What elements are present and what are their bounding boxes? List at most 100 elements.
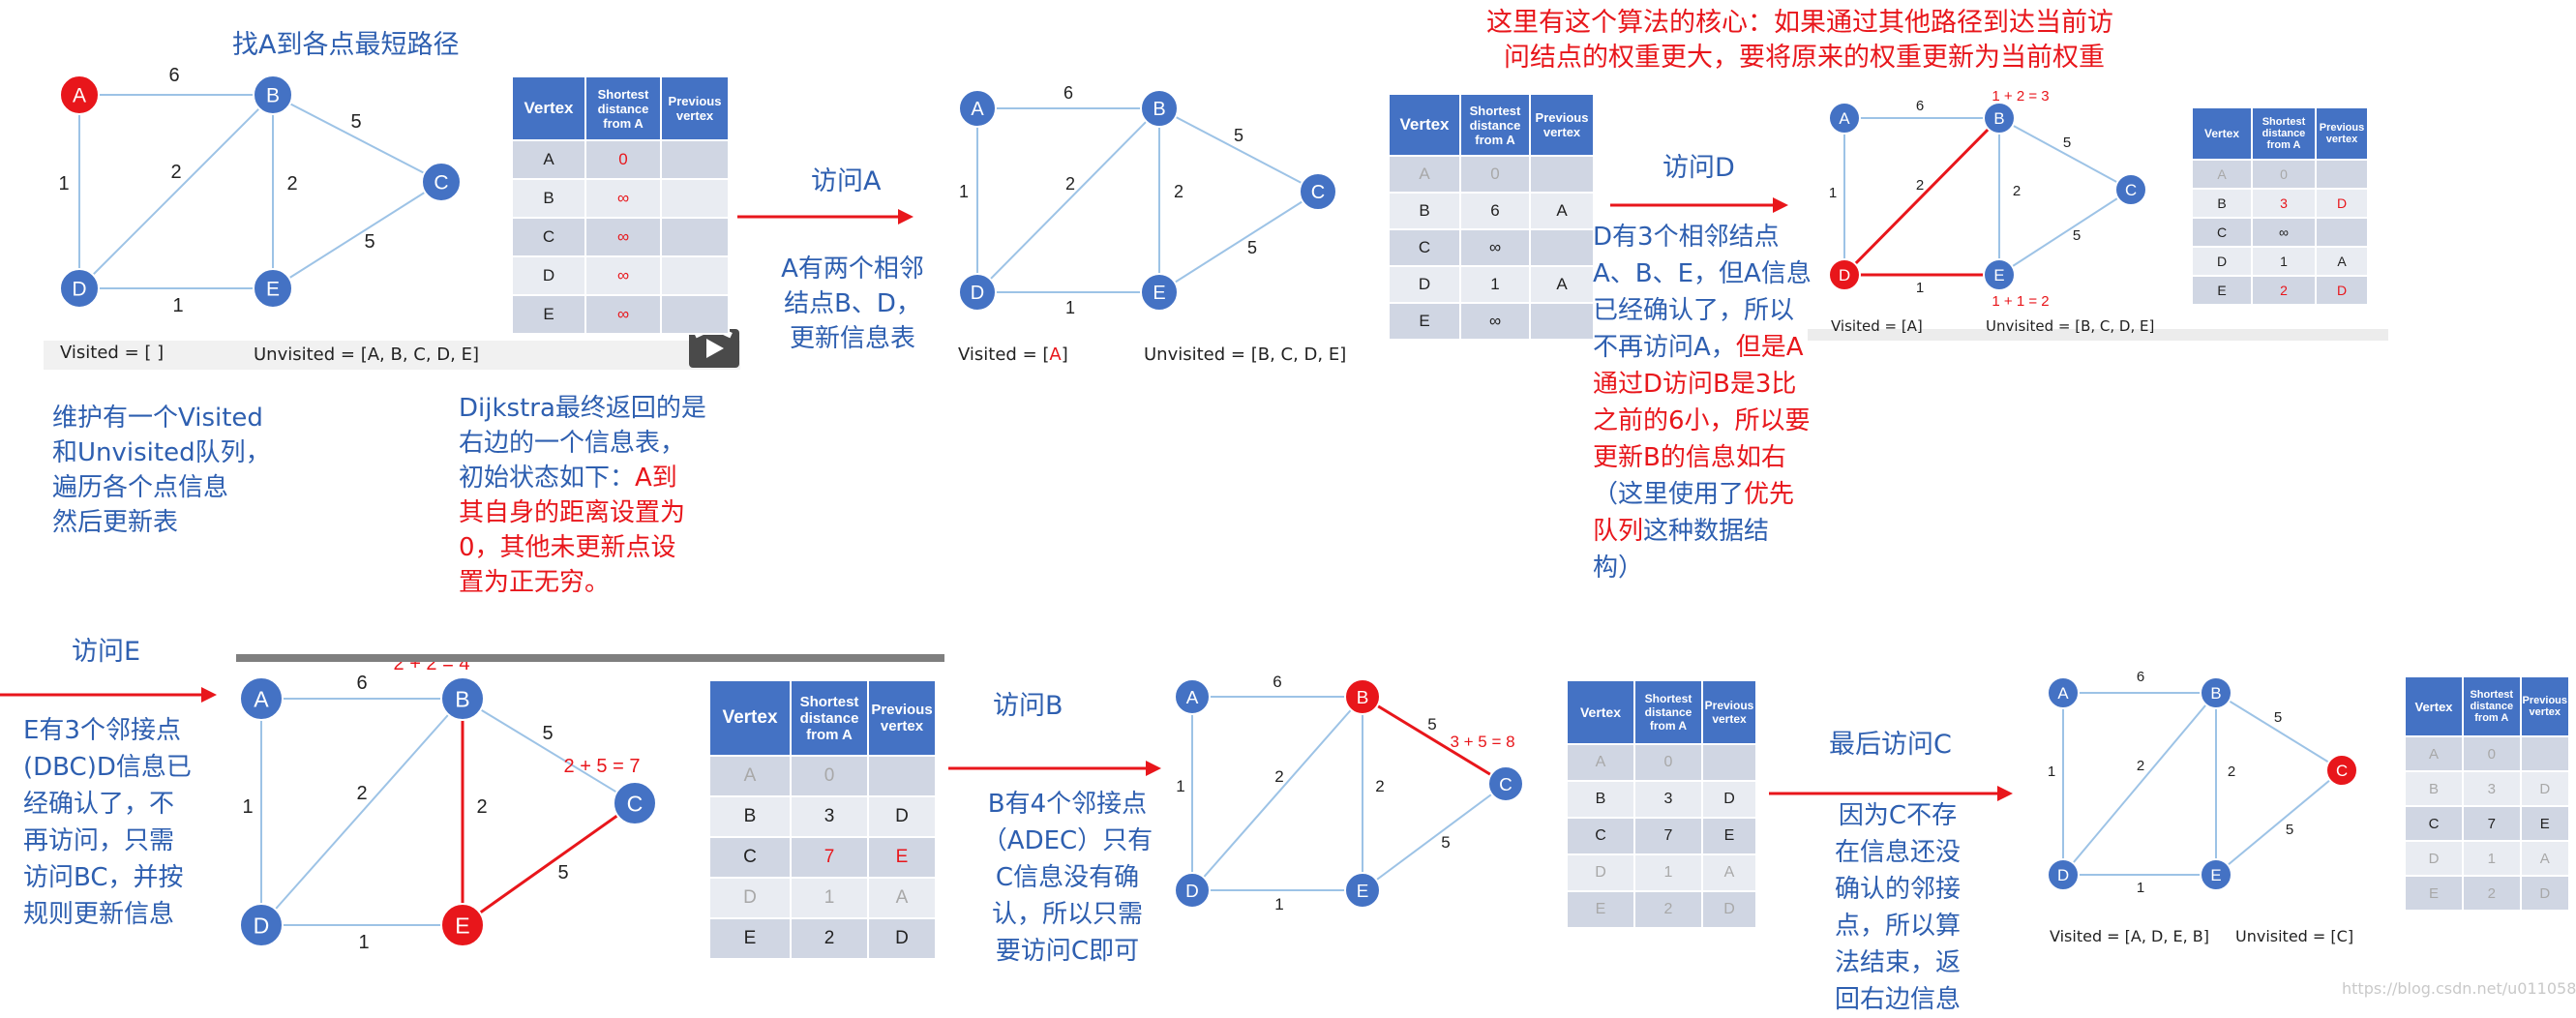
panel6-unvisited: Unvisited = [C] [2235,927,2354,945]
edge-EC [1158,191,1319,293]
edge-BC [1998,117,2132,191]
arrow2-label: 访问D [1662,153,1735,183]
edge-weight-label: 3 + 5 = 8 [1450,733,1514,751]
cell-previous [660,255,730,296]
cell-vertex: E [511,294,586,335]
edge-weight-label: 5 [364,231,374,253]
cell-previous [2315,159,2369,190]
cell-vertex: E [1388,302,1461,341]
edge-weight-label: 6 [1916,98,1924,114]
node-D [59,268,100,309]
cell-previous [660,217,730,257]
edge-weight-label: 1 [1829,185,1837,201]
cell-vertex: B [1566,780,1635,819]
table-row: C∞ [2191,217,2369,248]
node-C [2114,173,2147,206]
edge-weight-label: 2 [286,173,297,195]
cell-previous: E [2519,805,2571,842]
cell-distance: ∞ [584,217,662,257]
node-C [421,162,462,202]
edge-weight-label: 5 [2063,135,2071,151]
edge-BC [2215,692,2343,771]
arrow1-head [898,209,914,225]
table-row: E∞ [1388,302,1595,341]
node-label-C: C [2125,181,2137,199]
node-label-A: A [971,99,984,120]
edge-weight-label: 5 [2274,709,2282,726]
note-d: D有3个相邻结点 A、B、E，但A信息 已经确认了，所以 不再访问A，但是A 通… [1593,223,1812,583]
cell-previous: A [1701,853,1757,892]
cell-previous: D [2315,188,2369,219]
node-label-A: A [1839,109,1850,128]
video-play-icon[interactable] [689,329,739,368]
cell-vertex: D [511,255,586,296]
edge-weight-label: 2 [2013,183,2021,199]
cell-vertex: B [708,795,792,838]
cell-vertex: A [2191,159,2253,190]
cell-previous [867,755,937,797]
edge-DB [78,94,274,289]
cell-previous: D [2519,875,2571,912]
edge-weight-label: 2 [2137,758,2144,774]
cell-distance: 1 [2251,246,2317,277]
node-label-C: C [1499,775,1513,795]
cell-distance: 3 [2251,188,2317,219]
edge-weight-label: 1 [1065,298,1075,317]
edge-weight-label: 2 [1174,182,1183,201]
edge-BC [462,698,636,804]
cell-vertex: C [511,217,586,257]
edge-weight-label: 6 [168,65,179,86]
node-D [1174,872,1211,909]
table-row: E∞ [511,294,730,335]
edge-weight-label: 2 [476,796,487,818]
edge-DB [976,107,1160,293]
panel4-table: Vertex Shortest distance from A Previous… [708,679,937,960]
cell-previous: A [1529,265,1595,304]
panel1-unvisited: Unvisited = [A, B, C, D, E] [254,344,479,365]
table-row: B∞ [511,178,730,219]
node-label-B: B [455,686,469,711]
edge-weight-label: 6 [2137,669,2144,685]
cell-distance: 0 [1459,155,1531,194]
cell-distance: 0 [790,755,869,797]
arrow3-label: 访问E [72,637,141,667]
cell-previous [1529,228,1595,267]
edge-weight-label: 2 [356,783,367,804]
edge-weight-label: 2 [170,162,181,183]
edge-DB [2062,692,2217,876]
edge-EC [272,181,442,289]
cell-vertex: E [2403,875,2465,912]
edge-weight-label: 5 [1427,715,1436,734]
arrow5-desc: 因为C不存在信息还没确认的邻接点，所以算法结束，返回右边信息 [1834,801,1961,1014]
node-label-C: C [627,791,644,816]
panel2-table: Vertex Shortest distance from A Previous… [1388,93,1595,341]
edge-weight-label: 6 [1273,673,1281,691]
node-A [1828,102,1861,135]
node-E [1344,872,1381,909]
cell-vertex: D [1388,265,1461,304]
panel1-table: Vertex Shortest distance from A Previous… [511,75,730,335]
cell-previous: D [1701,780,1757,819]
edge-weight-label: 5 [542,723,553,744]
edge-DB [1842,116,2001,277]
node-label-D: D [1839,266,1850,284]
edge-weight-label: 1 [172,295,183,316]
core-note: 这里有这个算法的核心：如果通过其他路径到达当前访问结点的权重更大，要将原来的权重… [1486,8,2113,73]
cell-distance: ∞ [584,255,662,296]
cell-vertex: C [2191,217,2253,248]
cell-previous [1529,155,1595,194]
edge-weight-label: 1 [242,796,253,818]
col-previous: Previous vertex [660,75,730,141]
cell-vertex: E [1566,890,1635,929]
cell-distance: 7 [1633,817,1703,855]
node-label-A: A [73,85,86,107]
panel6-table: Vertex Shortest distance from A Previous… [2403,675,2571,912]
node-A [1174,678,1211,715]
